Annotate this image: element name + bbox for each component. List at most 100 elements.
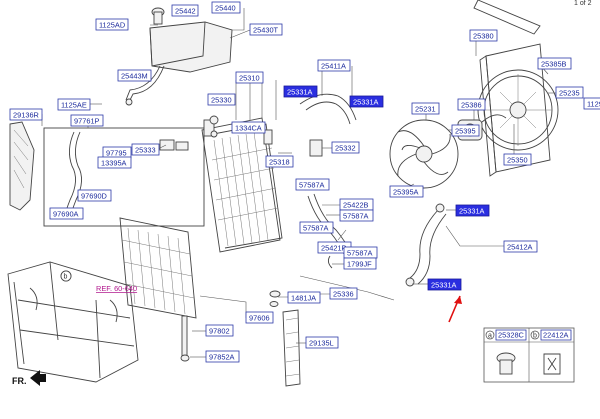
callout-1129[interactable]: 1129 xyxy=(583,97,600,110)
svg-text:25318: 25318 xyxy=(269,158,290,167)
seal-strip xyxy=(282,309,301,387)
callout-25380[interactable]: 25380 xyxy=(469,29,498,42)
svg-text:25333: 25333 xyxy=(135,146,156,155)
page-indicator: 1 of 2 xyxy=(574,0,592,7)
svg-text:25386: 25386 xyxy=(461,101,482,110)
bracket-25332 xyxy=(309,139,323,157)
callout-25443M[interactable]: 25443M xyxy=(117,69,152,82)
fan-shroud xyxy=(477,43,559,177)
legend-box: a 25328C b 22412A xyxy=(483,327,575,383)
lower-hose xyxy=(405,203,447,287)
callout-25442[interactable]: 25442 xyxy=(171,4,199,17)
callout-25331A-3[interactable]: 25331A xyxy=(455,204,490,217)
callout-57587A-2[interactable]: 57587A xyxy=(339,209,374,222)
callout-29135L[interactable]: 29135L xyxy=(305,336,339,349)
drain-plug xyxy=(269,290,281,307)
callout-25336[interactable]: 25336 xyxy=(329,287,358,300)
callout-25331A-4[interactable]: 25331A xyxy=(427,278,462,291)
cooling-fan xyxy=(389,119,459,189)
callout-97795[interactable]: 97795 xyxy=(102,146,132,159)
callout-25330[interactable]: 25330 xyxy=(207,93,236,106)
svg-text:FR.: FR. xyxy=(12,376,27,386)
front-direction-indicator: FR. xyxy=(12,370,46,386)
callout-97690D[interactable]: 97690D xyxy=(77,189,112,202)
ref-link[interactable]: REF. 60-640 xyxy=(96,284,137,293)
callout-25395[interactable]: 25395 xyxy=(451,124,480,137)
callout-25422B[interactable]: 25422B xyxy=(339,198,374,211)
callout-25331A-1[interactable]: 25331A xyxy=(283,85,318,98)
svg-text:97761P: 97761P xyxy=(74,117,100,126)
callout-25235[interactable]: 25235 xyxy=(555,86,584,99)
callout-25440[interactable]: 25440 xyxy=(211,1,241,14)
svg-text:25443M: 25443M xyxy=(121,72,148,81)
svg-text:25422B: 25422B xyxy=(343,201,369,210)
callout-97802[interactable]: 97802 xyxy=(205,324,234,337)
svg-text:1 of 2: 1 of 2 xyxy=(574,0,592,7)
callout-1799JF[interactable]: 1799JF xyxy=(343,257,377,270)
svg-text:57587A: 57587A xyxy=(347,249,373,258)
callout-13395A[interactable]: 13395A xyxy=(97,156,132,169)
callout-1481JA[interactable]: 1481JA xyxy=(287,291,321,304)
callout-25318[interactable]: 25318 xyxy=(265,155,294,168)
callout-25331A-2[interactable]: 25331A xyxy=(349,95,384,108)
svg-text:57587A: 57587A xyxy=(343,212,369,221)
svg-text:25331A: 25331A xyxy=(431,281,457,290)
callout-25385B[interactable]: 25385B xyxy=(537,57,572,70)
svg-text:a: a xyxy=(488,333,492,340)
callout-25412A[interactable]: 25412A xyxy=(503,240,538,253)
svg-text:57587A: 57587A xyxy=(299,181,325,190)
svg-text:1129: 1129 xyxy=(587,100,600,109)
svg-text:b: b xyxy=(64,274,68,281)
callout-97852A[interactable]: 97852A xyxy=(205,350,240,363)
svg-text:25385B: 25385B xyxy=(541,60,567,69)
svg-text:13395A: 13395A xyxy=(101,159,127,168)
callout-25411A[interactable]: 25411A xyxy=(317,59,351,72)
svg-text:1125AE: 1125AE xyxy=(61,101,87,110)
svg-text:25231: 25231 xyxy=(415,105,436,114)
svg-text:25442: 25442 xyxy=(175,7,196,16)
callout-25310[interactable]: 25310 xyxy=(235,71,264,84)
callout-25430T[interactable]: 25430T xyxy=(249,23,283,36)
svg-text:1125AD: 1125AD xyxy=(99,21,125,30)
callout-1125AD[interactable]: 1125AD xyxy=(95,18,129,31)
left-deflector xyxy=(9,121,35,211)
upper-member xyxy=(473,0,541,35)
svg-text:97606: 97606 xyxy=(249,314,270,323)
svg-text:25430T: 25430T xyxy=(253,26,279,35)
callout-25386[interactable]: 25386 xyxy=(457,98,486,111)
svg-text:97690A: 97690A xyxy=(53,210,79,219)
svg-text:25380: 25380 xyxy=(473,32,494,41)
callout-57587A-3[interactable]: 57587A xyxy=(299,221,334,234)
callout-57587A-4[interactable]: 57587A xyxy=(343,246,378,259)
callout-97606[interactable]: 97606 xyxy=(245,311,274,324)
svg-text:25440: 25440 xyxy=(215,4,236,13)
callout-97690A[interactable]: 97690A xyxy=(49,207,84,220)
svg-text:25395A: 25395A xyxy=(393,188,419,197)
svg-text:29135L: 29135L xyxy=(309,339,334,348)
callout-25350[interactable]: 25350 xyxy=(503,153,532,166)
callout-25333[interactable]: 25333 xyxy=(131,143,160,156)
svg-text:REF. 60-640: REF. 60-640 xyxy=(96,284,137,293)
svg-text:25332: 25332 xyxy=(335,144,356,153)
svg-text:25328C: 25328C xyxy=(498,331,525,340)
callout-97761P[interactable]: 97761P xyxy=(70,114,104,127)
callout-25332[interactable]: 25332 xyxy=(331,141,360,154)
svg-text:1481JA: 1481JA xyxy=(291,294,316,303)
callout-25231[interactable]: 25231 xyxy=(411,102,440,115)
svg-text:97690D: 97690D xyxy=(81,192,107,201)
circle-b-marker: b xyxy=(60,270,72,282)
reservoir-tank xyxy=(125,7,233,106)
callout-57587A-1[interactable]: 57587A xyxy=(295,178,330,191)
svg-text:97852A: 97852A xyxy=(209,353,235,362)
svg-text:25411A: 25411A xyxy=(321,62,346,71)
callout-1125AE[interactable]: 1125AE xyxy=(57,98,91,111)
svg-text:25330: 25330 xyxy=(211,96,232,105)
svg-text:1334CA: 1334CA xyxy=(235,124,262,133)
callout-1334CA[interactable]: 1334CA xyxy=(231,121,266,134)
svg-text:97802: 97802 xyxy=(209,327,230,336)
svg-text:25421P: 25421P xyxy=(321,244,347,253)
svg-text:25331A: 25331A xyxy=(459,207,485,216)
callout-29136R[interactable]: 29136R xyxy=(9,108,43,121)
callout-25395A[interactable]: 25395A xyxy=(389,185,424,198)
